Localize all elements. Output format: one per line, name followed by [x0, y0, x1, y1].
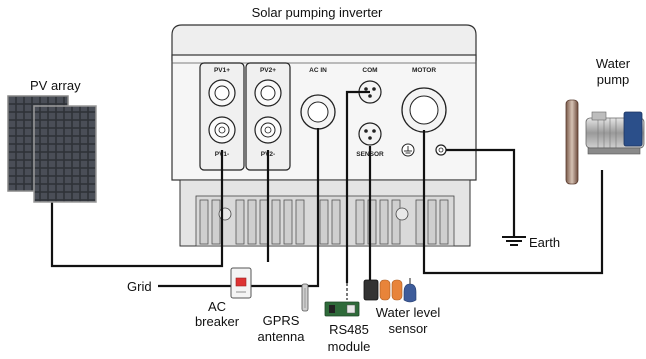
motor-wire	[422, 130, 604, 275]
ac-in-wire	[250, 128, 320, 288]
water-level-sensor-image	[363, 278, 417, 303]
ac-breaker-label-line1: AC	[208, 299, 226, 314]
water-pump-label-line2: pump	[597, 72, 630, 87]
water-pump-label-line1: Water	[596, 56, 631, 71]
water-pump-image	[565, 99, 645, 185]
water-level-label-line1: Water level	[376, 305, 441, 320]
port-label-ac-in: AC IN	[309, 67, 327, 74]
pv1-terminal-block: PV1+ PV1-	[199, 62, 245, 171]
motor-port: MOTOR	[401, 67, 447, 133]
pv-array-wire	[50, 150, 224, 268]
port-label-com: COM	[362, 67, 377, 74]
pv-array-panels	[7, 95, 97, 203]
port-label-pv1-plus: PV1+	[214, 67, 230, 74]
earth-terminal-icon	[401, 143, 447, 157]
gprs-antenna-image	[301, 283, 309, 312]
port-label-pv2-plus: PV2+	[260, 67, 276, 74]
pv-array-label: PV array	[30, 78, 81, 93]
ac-in-port: AC IN	[300, 67, 336, 130]
port-label-motor: MOTOR	[412, 67, 436, 74]
diagram-title: Solar pumping inverter	[252, 5, 383, 20]
earth-ground-icon	[502, 236, 526, 246]
rs485-label-line2: module	[328, 339, 371, 354]
grid-label: Grid	[127, 279, 152, 294]
wires	[50, 90, 604, 288]
rs485-label-line1: RS485	[329, 322, 369, 337]
earth-label: Earth	[529, 235, 560, 250]
water-level-label-line2: sensor	[388, 321, 428, 336]
ac-breaker-label-line2: breaker	[195, 314, 240, 329]
earth-wire	[446, 148, 516, 236]
rs485-module-image	[324, 283, 360, 317]
ac-breaker-image	[230, 267, 252, 299]
gprs-label-line1: GPRS	[263, 313, 300, 328]
com-wire	[345, 90, 370, 283]
gprs-label-line2: antenna	[258, 329, 306, 344]
